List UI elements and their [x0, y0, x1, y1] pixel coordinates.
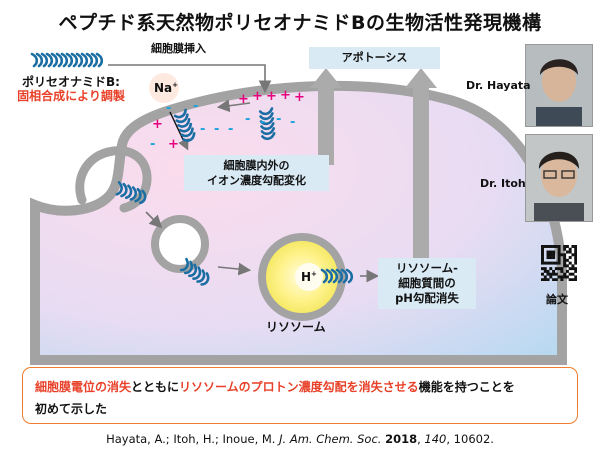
plus-charge: +	[280, 88, 291, 103]
insertion-arrow	[108, 64, 272, 94]
charge-group: +++++++----------	[150, 88, 305, 152]
h-ion-label: H+	[301, 270, 317, 284]
na-ion-label: Na+	[154, 81, 178, 95]
page-title: ペプチド系天然物ポリセオナミドBの生物活性発現機構	[58, 12, 542, 34]
ion-movement-arrow	[216, 99, 251, 113]
researcher-name-itoh: Dr. Itoh	[480, 177, 526, 190]
researcher-photo-hayata	[525, 44, 593, 127]
helix-endosome	[179, 257, 210, 286]
membrane-change-box: 細胞膜内外の イオン濃度勾配変化	[184, 155, 329, 191]
person-icon	[526, 45, 592, 126]
researcher-name-hayata: Dr. Hayata	[466, 79, 531, 92]
proton-bubble	[295, 263, 323, 291]
helix-membrane-2	[258, 107, 276, 141]
apoptosis-arrow-1	[310, 68, 342, 165]
qr-label: 論文	[546, 293, 568, 306]
helix-group	[30, 52, 354, 286]
plus-charge: +	[294, 90, 305, 105]
minus-charge: -	[290, 115, 295, 130]
summary-box: 細胞膜電位の消失とともにリソソームのプロトン濃度勾配を消失させる機能を持つことを…	[22, 367, 578, 424]
plus-charge: +	[238, 92, 249, 107]
plus-charge: +	[252, 89, 263, 104]
endosome	[151, 215, 209, 273]
helix-lysosome	[320, 268, 354, 284]
minus-charge: -	[260, 115, 265, 130]
minus-charge: -	[166, 101, 171, 116]
researcher-photo-itoh	[525, 134, 593, 222]
membrane-insertion-label: 細胞膜挿入	[151, 42, 206, 55]
minus-charge: -	[214, 122, 219, 137]
plus-charge: +	[152, 117, 163, 132]
helix-pit	[115, 181, 147, 205]
plus-charge: +	[266, 89, 277, 104]
minus-charge: -	[193, 99, 198, 114]
minus-charge: -	[276, 112, 281, 127]
na-ion-bubble	[149, 73, 179, 103]
helix-membrane-1	[173, 108, 196, 142]
plus-charge: +	[168, 137, 179, 152]
endocytosis-arrow	[145, 211, 163, 229]
minus-charge: -	[150, 137, 155, 152]
lysosome-change-box: リソソーム- 細胞質間の pH勾配消失	[378, 258, 476, 309]
minus-charge: -	[228, 122, 233, 137]
polytheonamide-label: ポリセオナミドB: 固相合成により調製	[17, 75, 125, 103]
minus-charge: -	[245, 112, 250, 127]
lysosome-label: リソソーム	[266, 320, 326, 334]
apoptosis-box: アポトーシス	[309, 47, 440, 69]
helix-polytheonamide	[30, 52, 104, 68]
person-icon	[526, 135, 592, 221]
fusion-arrow	[217, 262, 252, 276]
minus-charge: -	[200, 122, 205, 137]
na-flux-arrow	[169, 111, 189, 151]
qr-code-icon[interactable]	[541, 245, 577, 281]
summary-highlight-1: 細胞膜電位の消失	[35, 380, 132, 394]
citation: Hayata, A.; Itoh, H.; Inoue, M. J. Am. C…	[106, 432, 494, 446]
apoptosis-arrow-2-lower	[413, 88, 429, 265]
summary-highlight-2: リソソームのプロトン濃度勾配を消失させる	[179, 380, 419, 394]
